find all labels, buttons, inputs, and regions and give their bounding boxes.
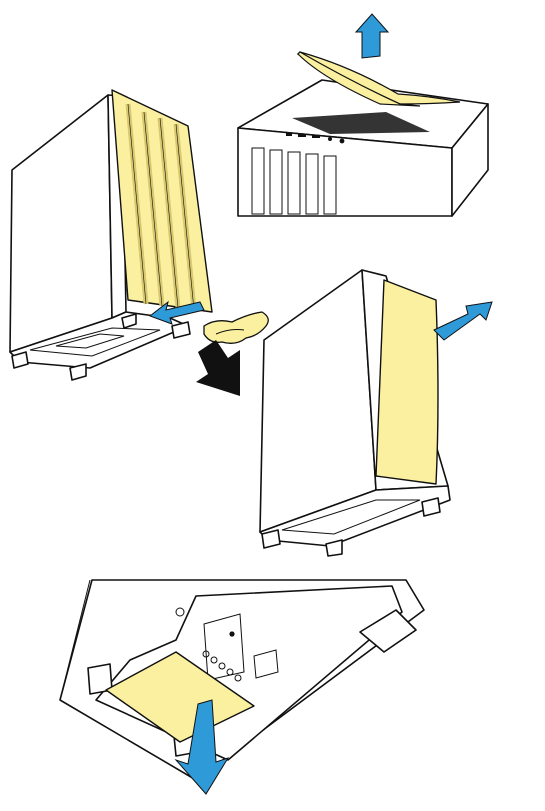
blue-arrow-icon[interactable]	[174, 699, 230, 795]
underside-connectors	[202, 650, 242, 682]
front-io-buttons	[286, 133, 345, 144]
film-stripe-edge	[159, 117, 179, 309]
panel-side-film-large	[9, 89, 269, 381]
case-foot-right-2	[325, 539, 343, 557]
case-foot-right-1	[261, 529, 281, 549]
case-foot-right-3	[421, 497, 441, 517]
panel-bottom-film	[59, 579, 425, 795]
top-film-curl	[297, 51, 421, 107]
panel-side-film-peel	[259, 269, 493, 557]
case-body-right	[259, 269, 377, 533]
blue-arrow-icon[interactable]	[354, 13, 390, 59]
panel-top-film	[237, 13, 489, 217]
film-stripe-edge	[175, 123, 195, 311]
top-grille	[292, 112, 430, 134]
crumpled-film-icon	[203, 311, 269, 344]
case-foot-left-1	[11, 351, 29, 369]
front-vents	[251, 147, 337, 215]
black-arrow-icon	[196, 340, 240, 396]
film-stripe-edge	[127, 103, 147, 305]
side-film-peel	[375, 279, 439, 485]
film-stripe-edge	[143, 111, 163, 307]
case-body-left	[9, 94, 113, 353]
case-foot-bottom-1	[359, 609, 417, 653]
blue-arrow-icon[interactable]	[433, 301, 493, 341]
case-foot-left-3	[171, 321, 191, 339]
bottom-film	[105, 651, 255, 743]
case-side-top	[451, 103, 489, 217]
case-foot-left-4	[121, 313, 137, 329]
film-stripes-large	[125, 103, 197, 311]
blue-arrow-icon[interactable]	[148, 300, 205, 325]
case-base-left	[9, 311, 189, 369]
case-foot-left-2	[69, 363, 87, 381]
